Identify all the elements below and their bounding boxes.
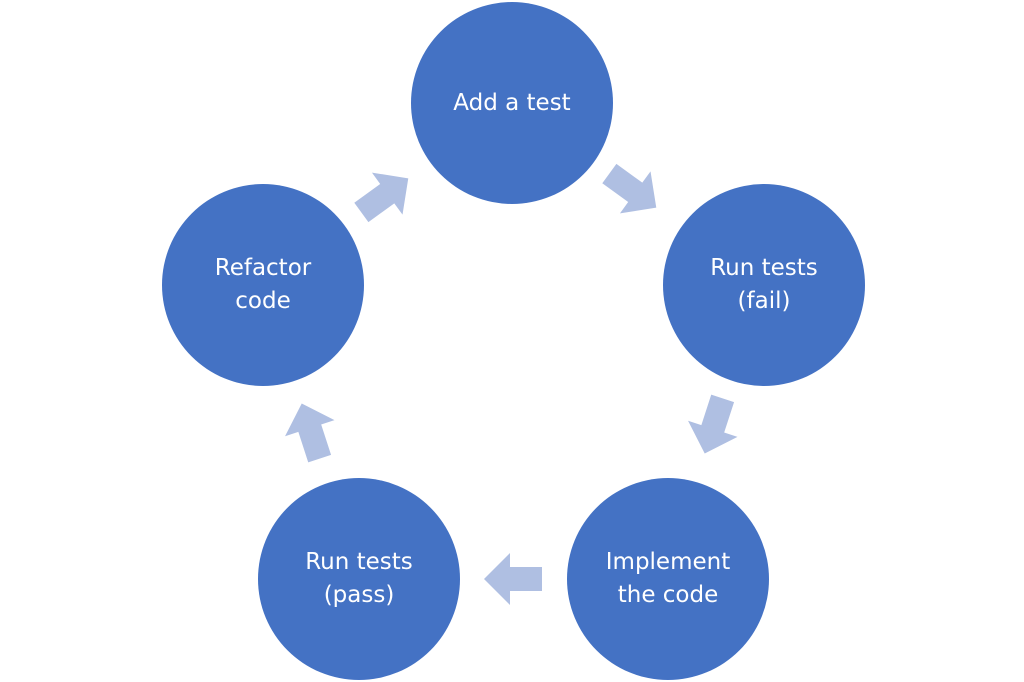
arrow-run-pass-to-refactor (285, 403, 335, 463)
arrow-run-fail-to-implement (688, 394, 738, 454)
step-label: Add a test (453, 89, 571, 116)
arrow-implement-to-run-pass (484, 553, 542, 605)
step-run-tests-fail: Run tests (fail) (663, 184, 865, 386)
step-refactor-code: Refactor code (162, 184, 364, 386)
step-label: Implement the code (605, 549, 731, 608)
step-run-tests-pass: Run tests (pass) (258, 478, 460, 680)
step-label: Run tests (fail) (710, 255, 818, 314)
step-label: Refactor code (214, 255, 312, 314)
arrow-add-to-run-fail (602, 163, 657, 214)
step-label: Run tests (pass) (305, 549, 413, 608)
step-add-a-test: Add a test (411, 2, 613, 204)
step-implement-the-code: Implement the code (567, 478, 769, 680)
arrow-refactor-to-add (354, 172, 409, 223)
